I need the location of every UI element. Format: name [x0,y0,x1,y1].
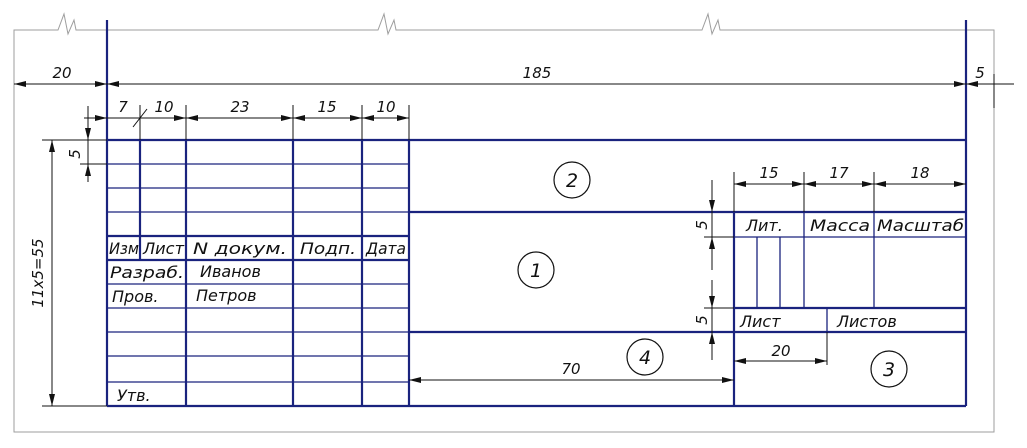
dim-massa-17: 17 [829,164,849,182]
dimension-lines [14,74,1014,407]
row-prov-name: Петров [196,286,257,305]
dim-list-row-5: 5 [693,315,711,325]
row-prov: Пров. [112,287,159,306]
field-1-label: 1 [530,260,542,282]
field-4-circle [626,338,664,376]
dim-row-5: 5 [66,149,84,159]
dim-lit-15: 15 [759,164,778,182]
dim-right-margin: 5 [975,64,985,82]
field-3-label: 3 [883,359,895,381]
dim-col-15: 15 [317,98,336,116]
left-table-grid [107,140,411,406]
dim-width-185: 185 [523,64,552,82]
header-massa: Масса [810,216,870,235]
field-2-circle [553,161,591,199]
field-3-circle [870,350,908,388]
header-lit: Лит. [745,216,783,235]
field-1-circle [517,251,555,289]
header-izm: Изм [109,239,139,258]
paper-border [13,12,995,433]
header-list-small: Лист [739,312,781,331]
field-markers: 2 1 4 3 [517,161,908,388]
header-masshtab: Масштаб [877,216,964,235]
header-podp: Подп. [300,239,356,258]
field-2-label: 2 [566,170,578,192]
field-4-label: 4 [639,347,651,369]
header-data: Дата [365,239,406,258]
dim-col-7: 7 [118,98,128,116]
header-list: Лист [142,239,185,258]
dim-left-margin: 20 [52,64,71,82]
header-listov: Листов [836,312,897,331]
row-razrab: Разраб. [110,263,184,282]
dim-lit-row-5: 5 [693,220,711,230]
header-n-dokum: N докум. [193,239,287,258]
dimension-labels: 20 185 5 7 10 23 15 10 5 11x5=55 15 17 1… [29,64,985,378]
dim-list-20: 20 [771,342,790,360]
row-razrab-name: Иванов [200,262,261,281]
table-rows: Разраб. Иванов Пров. Петров Утв. [110,262,261,405]
table-headers: Изм Лист N докум. Подп. Дата Лит. Масса … [109,216,964,331]
dim-height: 11x5=55 [29,238,47,307]
dim-width-70: 70 [561,360,580,378]
dim-scale-18: 18 [910,164,929,182]
right-table-grid [409,210,966,406]
dim-col-23: 23 [230,98,249,116]
row-utv: Утв. [117,386,151,405]
dim-col-10b: 10 [376,98,395,116]
dim-col-10a: 10 [154,98,173,116]
